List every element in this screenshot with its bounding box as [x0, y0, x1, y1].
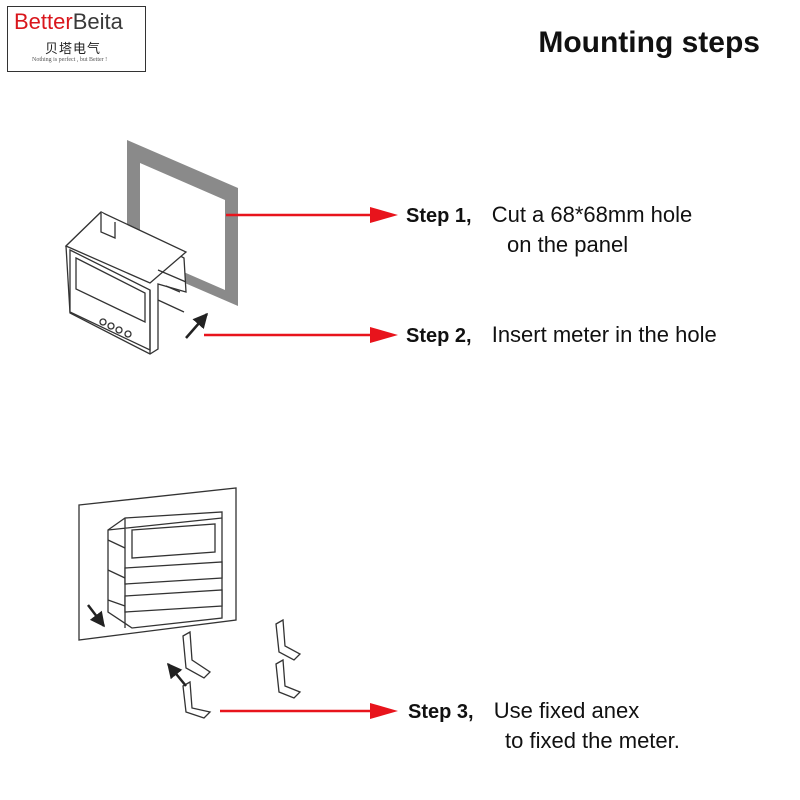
mounting-clip-icon: [182, 618, 302, 719]
insert-direction-arrow: [185, 312, 208, 339]
clip-direction-arrow: [167, 662, 187, 687]
step-3-label: Step 3,: [408, 701, 474, 723]
step-3-line2: to fixed the meter.: [505, 728, 680, 753]
step-2-line1: Insert meter in the hole: [491, 322, 717, 347]
step-1-line1: Cut a 68*68mm hole: [491, 202, 693, 227]
panel-arrow: [87, 604, 105, 628]
pointer-arrows: [204, 207, 398, 719]
step-1-label: Step 1,: [406, 205, 472, 227]
step-3-line1: Use fixed anex: [493, 698, 640, 723]
mounted-panel-icon: [78, 487, 237, 641]
page-title: Mounting steps: [538, 26, 760, 59]
brand-logo: BetterBeita 贝塔电气 Nothing is perfect , bu…: [7, 6, 146, 72]
step-3-continued: to fixed the meter.: [505, 726, 680, 756]
step-2: Step 2, Insert meter in the hole: [406, 320, 717, 351]
logo-name: BetterBeita: [14, 9, 123, 34]
step-1: Step 1, Cut a 68*68mm hole: [406, 200, 692, 231]
logo-chinese-name: 贝塔电气: [45, 41, 102, 56]
step-3: Step 3, Use fixed anex: [408, 696, 639, 727]
logo-slogan: Nothing is perfect , but Better !: [32, 57, 108, 63]
step-1-continued: on the panel: [507, 230, 628, 260]
step-1-line2: on the panel: [507, 232, 629, 257]
meter-icon: [64, 211, 188, 355]
step-2-label: Step 2,: [406, 325, 472, 347]
